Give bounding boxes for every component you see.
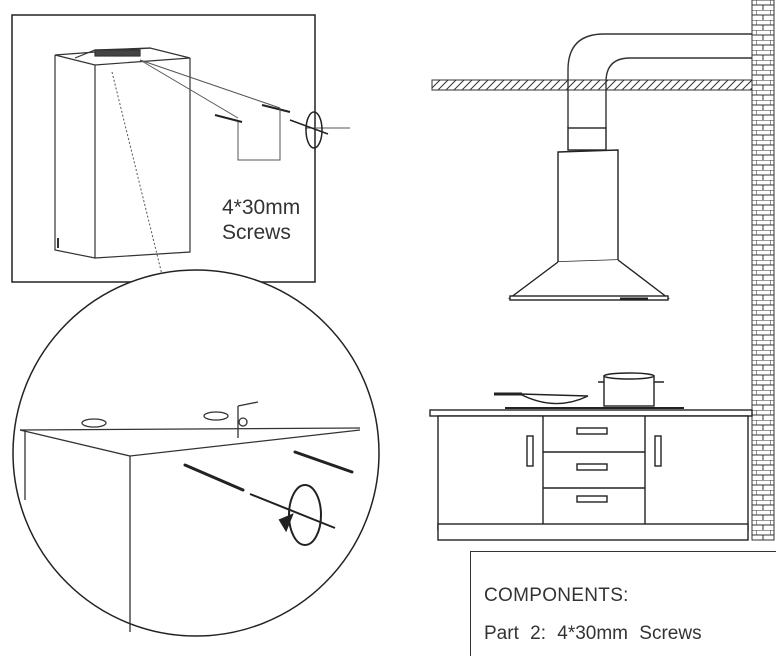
screw-icon — [183, 450, 354, 492]
range-hood — [507, 127, 671, 301]
screwdriver-icon — [289, 111, 329, 149]
components-box: COMPONENTS: Part 2: 4*30mm Screws — [470, 551, 776, 656]
ceiling-slab — [431, 79, 753, 91]
screw-icon — [214, 104, 291, 123]
kitchen-cabinet — [429, 409, 753, 541]
screwdriver-icon — [249, 484, 336, 546]
components-part-line: Part 2: 4*30mm Screws — [484, 623, 702, 644]
magnified-detail-circle — [12, 269, 380, 637]
brick-wall — [751, 0, 775, 541]
components-title: COMPONENTS: — [484, 585, 629, 606]
mounting-bracket — [54, 47, 191, 259]
screw-callout-label: 4*30mm Screws — [222, 195, 300, 245]
exhaust-duct — [567, 33, 752, 128]
screw-size-text: 4*30mm — [222, 196, 301, 219]
inset-detail-box — [11, 14, 350, 381]
cookware — [494, 372, 684, 409]
screw-word-text: Screws — [222, 221, 291, 244]
